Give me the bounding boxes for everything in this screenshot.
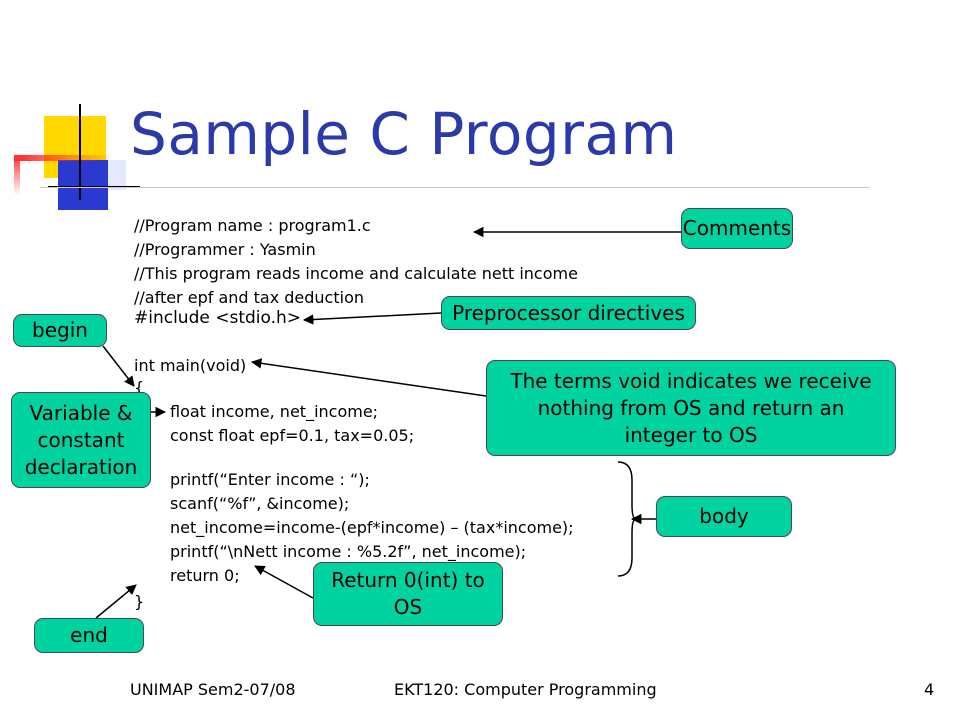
body-brace [617, 461, 637, 577]
code-main-signature: int main(void) [134, 356, 247, 375]
code-declaration-line: const float epf=0.1, tax=0.05; [170, 426, 415, 445]
code-open-brace: { [134, 378, 145, 397]
end-arrow [95, 584, 137, 619]
deco-pale-square [108, 160, 126, 190]
code-statement-line: net_income=income-(epf*income) – (tax*in… [170, 518, 574, 537]
code-declaration-line: float income, net_income; [170, 402, 379, 421]
end-callout: end [34, 618, 144, 653]
deco-red-bar [14, 155, 114, 161]
slide-page-number: 4 [924, 680, 935, 699]
code-comment-line: //Programmer : Yasmin [134, 240, 316, 259]
void-arrow [250, 358, 487, 397]
begin-callout: begin [13, 314, 107, 347]
footer-course-semester: UNIMAP Sem2-07/08 [130, 680, 296, 699]
void-explanation-callout: The terms void indicates we receive noth… [486, 360, 896, 456]
preprocessor-arrow [302, 312, 442, 325]
slide-title: Sample C Program [130, 100, 678, 168]
footer-course-title: EKT120: Computer Programming [394, 680, 657, 699]
variable-declaration-callout: Variable & constant declaration [11, 392, 151, 488]
code-statement-line: printf(“Enter income : “); [170, 470, 370, 489]
title-divider [40, 187, 870, 188]
code-close-brace: } [134, 592, 145, 611]
code-return-line: return 0; [170, 566, 240, 585]
code-statement-line: printf(“\nNett income : %5.2f”, net_inco… [170, 542, 527, 561]
code-comment-line: //This program reads income and calculat… [134, 264, 578, 283]
code-comment-line: //after epf and tax deduction [134, 288, 364, 307]
code-statement-line: scanf(“%f”, &income); [170, 494, 350, 513]
return-explanation-callout: Return 0(int) to OS [313, 562, 503, 626]
begin-arrow [102, 345, 135, 387]
deco-red-bar-vertical [14, 155, 20, 195]
comments-callout: Comments [681, 208, 793, 249]
return-arrow [254, 565, 314, 599]
code-comment-line: //Program name : program1.c [134, 216, 371, 235]
body-callout: body [656, 496, 792, 537]
deco-blue-square [58, 160, 108, 210]
preprocessor-callout: Preprocessor directives [441, 296, 696, 330]
code-include-line: #include <stdio.h> [134, 308, 302, 328]
